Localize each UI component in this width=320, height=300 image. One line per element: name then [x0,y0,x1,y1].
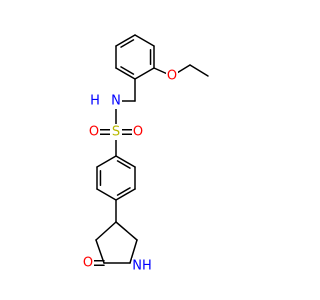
aromatic-inner-b1-b2 [120,39,135,48]
atom-label-background [82,255,94,271]
bond-b5-b6 [115,67,136,80]
atom-label-background [89,93,101,109]
bond-b4-b5 [134,67,155,80]
atom-label-o-sulfonyl-right: O [133,125,143,140]
aromatic-inner-r3-r4 [116,187,131,196]
bond-eC1-eC2 [189,64,209,77]
bond-b1-b2 [115,34,136,47]
bond-p2-p3 [95,239,105,264]
aromatic-inner-r1-r2 [116,160,131,169]
bond-layer [87,34,209,266]
aromatic-inner-b5-b6 [120,66,135,75]
atom-label-background [166,68,178,84]
bond-p4-p5 [129,239,138,264]
bond-p1-p2 [95,221,117,241]
atom-label-h-sulfonamide: H [90,94,100,109]
bond-r6-r1 [96,155,117,168]
atom-label-background [110,124,122,140]
atom-label-s-sulfonyl: S [112,125,120,140]
atom-label-background [132,124,144,140]
bond-p5-p1 [115,221,138,241]
atom-label-background [132,258,152,274]
bond-r1-r2 [115,155,136,168]
atom-label-nh-sulfonamide: N [111,94,121,109]
atom-label-o-sulfonyl-left: O [89,125,99,140]
bond-r3-r4 [115,188,136,201]
bond-r4-r5 [96,188,117,201]
atom-label-o-lactam: O [83,256,93,271]
atom-label-background [88,124,100,140]
atom-label-o-ether: O [167,69,177,84]
atom-label-background [110,93,122,109]
bond-b2-b3 [134,34,155,47]
atom-label-nh-lactam: NH [132,259,152,274]
